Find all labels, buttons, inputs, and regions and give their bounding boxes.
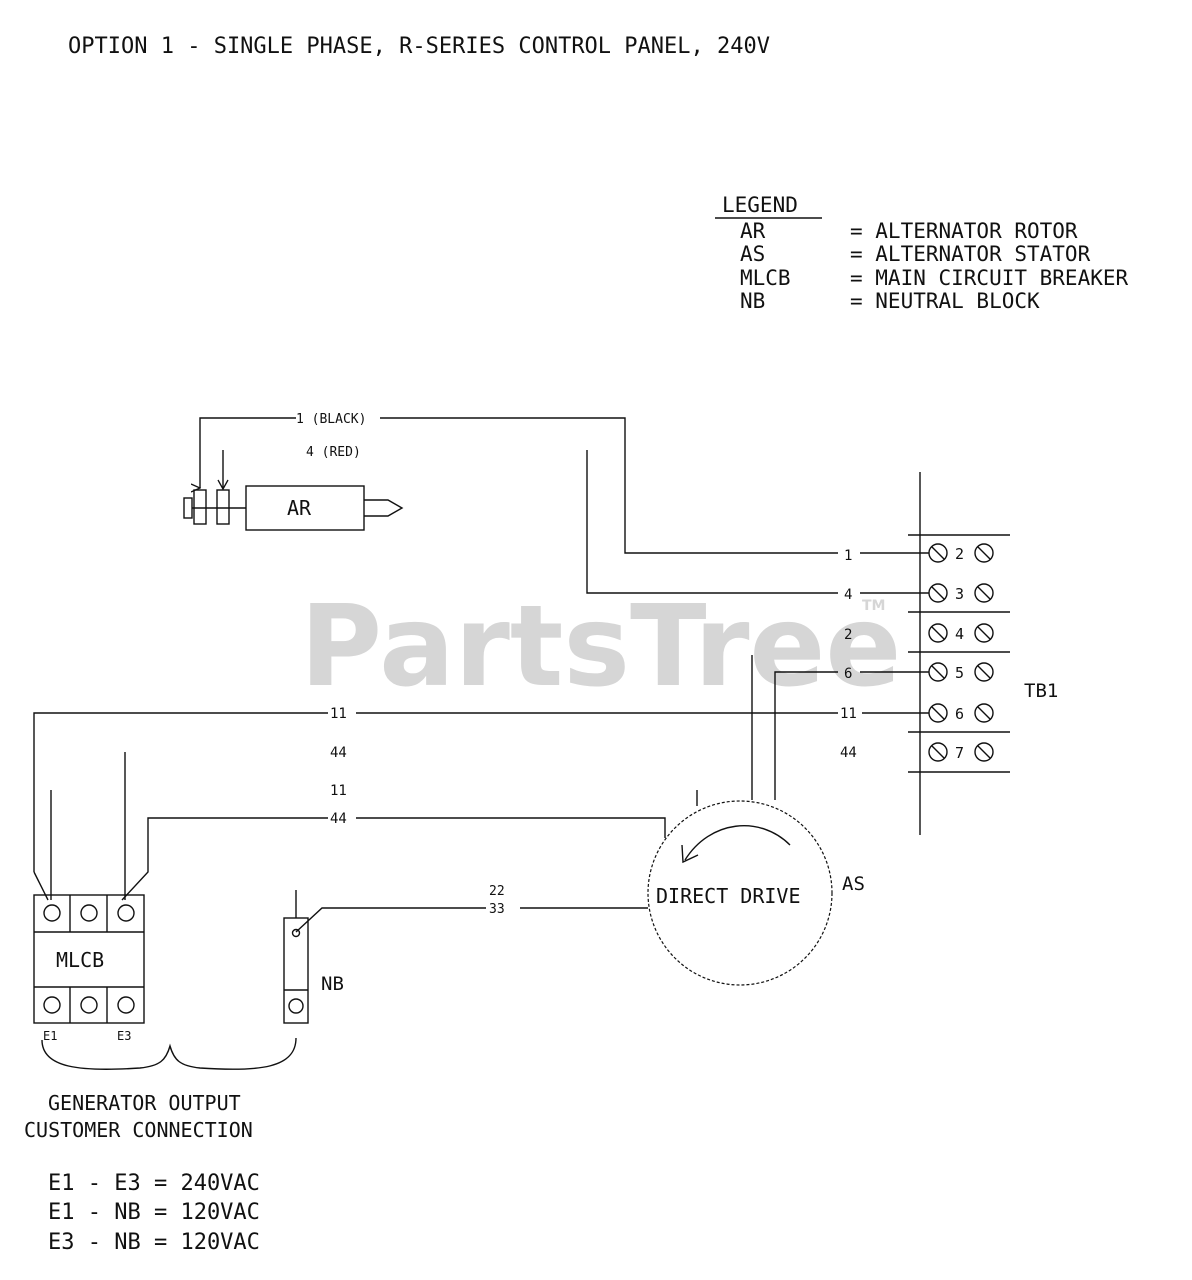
- main-circuit-breaker: MLCB E1 E3: [33, 894, 145, 1043]
- slip-ring-2: [216, 489, 230, 525]
- legend-desc-mlcb: = MAIN CIRCUIT BREAKER: [850, 266, 1129, 290]
- wire-6: [774, 671, 838, 800]
- terminal-number-7: 7: [955, 744, 964, 762]
- wire-22-33-left: [295, 907, 486, 933]
- wire-1-black-left: [200, 417, 296, 488]
- wire-label-tb-6: 6: [844, 666, 852, 682]
- breaker-terminal-bottom-3: [117, 996, 135, 1014]
- alternator-rotor: AR: [183, 485, 404, 531]
- legend-code-ar: AR: [740, 219, 766, 243]
- breaker-terminal-bottom-2: [80, 996, 98, 1014]
- rotor-label: AR: [287, 496, 312, 520]
- terminal-5: 5: [928, 662, 994, 682]
- stator-circle: [647, 800, 833, 986]
- slip-ring-1: [193, 489, 207, 525]
- terminal-7: 7: [928, 742, 994, 762]
- terminal-6: 6: [928, 703, 994, 723]
- output-brace: [41, 1037, 297, 1070]
- alternator-stator: DIRECT DRIVE AS: [647, 800, 865, 986]
- legend-desc-ar: = ALTERNATOR ROTOR: [850, 219, 1078, 243]
- terminal-number-6: 6: [955, 705, 964, 723]
- output-eq-3: E3 - NB = 120VAC: [48, 1230, 260, 1255]
- breaker-e3-label: E3: [117, 1029, 131, 1043]
- rotor-body: [245, 485, 365, 531]
- wire-44-left: [121, 817, 328, 901]
- output-line-1: GENERATOR OUTPUT: [48, 1091, 241, 1115]
- wire-label-mid-44a: 44: [330, 745, 347, 761]
- tb1-label: TB1: [1024, 680, 1058, 702]
- rotor-shaft-tip: [364, 499, 404, 517]
- wire-11-left: [33, 712, 328, 872]
- breaker-terminal-top-1: [43, 904, 61, 922]
- wire-label-tb-44: 44: [840, 745, 857, 761]
- terminal-block-tb1: 2 3 4 5 6 7 TB1: [908, 472, 1058, 835]
- wire-label-33: 33: [489, 902, 505, 917]
- legend-desc-as: = ALTERNATOR STATOR: [850, 242, 1091, 266]
- rotation-arc: [684, 825, 791, 861]
- wire-44-right: [356, 817, 666, 838]
- breaker-e1-label: E1: [43, 1029, 57, 1043]
- legend-code-as: AS: [740, 242, 765, 266]
- watermark-tm: TM: [862, 598, 885, 614]
- nb-body: [283, 917, 309, 1024]
- nb-label: NB: [321, 973, 344, 995]
- wire-label-mid-11b: 11: [330, 783, 347, 799]
- breaker-terminal-top-3: [117, 904, 135, 922]
- legend-heading: LEGEND: [722, 193, 798, 217]
- terminal-number-4: 4: [955, 625, 964, 643]
- wire-4: [586, 450, 838, 594]
- wire-label-tb-2: 2: [844, 627, 852, 643]
- diagram-title: OPTION 1 - SINGLE PHASE, R-SERIES CONTRO…: [68, 34, 770, 59]
- terminal-number-2: 2: [955, 545, 964, 563]
- wire-label-22: 22: [489, 884, 505, 899]
- breaker-terminal-top-2: [80, 904, 98, 922]
- wire-label-4-red: 4 (RED): [306, 445, 361, 460]
- rotor-shaft-end: [183, 497, 193, 519]
- nb-terminal-bottom: [288, 998, 304, 1014]
- breaker-body: [33, 894, 145, 1024]
- breaker-label: MLCB: [56, 948, 104, 972]
- legend-code-nb: NB: [740, 289, 765, 313]
- terminal-4: 4: [928, 623, 994, 643]
- wire-label-mid-44b: 44: [330, 811, 347, 827]
- terminal-number-3: 3: [955, 585, 964, 603]
- rotation-arrow-head: [681, 844, 699, 864]
- legend-code-mlcb: MLCB: [740, 266, 791, 290]
- wire-label-mid-11a: 11: [330, 706, 347, 722]
- wire-1-right: [380, 417, 838, 554]
- wire-label-tb-4: 4: [844, 587, 852, 603]
- stator-inner-label: DIRECT DRIVE: [656, 884, 801, 908]
- terminal-2: 2: [928, 543, 994, 563]
- nb-terminal-top: [291, 928, 301, 938]
- terminal-3: 3: [928, 583, 994, 603]
- wire-11-entry: [33, 871, 49, 901]
- output-eq-2: E1 - NB = 120VAC: [48, 1200, 260, 1225]
- breaker-terminal-bottom-1: [43, 996, 61, 1014]
- stator-label: AS: [842, 873, 865, 895]
- wire-label-1-black: 1 (BLACK): [296, 412, 366, 427]
- neutral-block: NB: [283, 917, 344, 1024]
- terminal-number-5: 5: [955, 664, 964, 682]
- wire-label-tb-1: 1: [844, 548, 852, 564]
- brush-arrow-2: [217, 479, 229, 491]
- watermark-text: PartsTree: [300, 582, 901, 712]
- wire-label-tb-11: 11: [840, 706, 857, 722]
- legend: LEGEND AR = ALTERNATOR ROTOR AS = ALTERN…: [715, 193, 1129, 313]
- output-eq-1: E1 - E3 = 240VAC: [48, 1171, 260, 1196]
- legend-desc-nb: = NEUTRAL BLOCK: [850, 289, 1040, 313]
- output-line-2: CUSTOMER CONNECTION: [24, 1118, 253, 1142]
